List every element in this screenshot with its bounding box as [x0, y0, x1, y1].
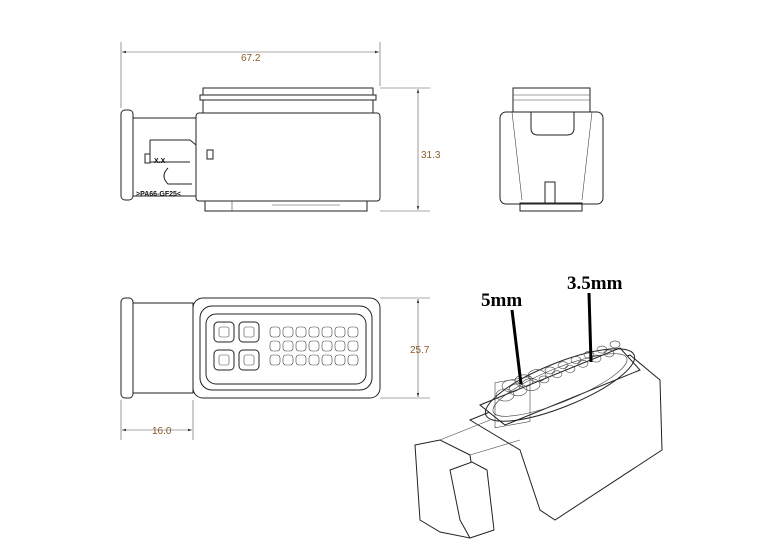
pin-small-label: 3.5mm	[567, 273, 623, 294]
leader-5mm	[510, 309, 523, 385]
pin-cavity	[609, 340, 621, 349]
pin-cavity	[282, 340, 294, 352]
pin-cavity	[557, 361, 569, 370]
pin-cavity	[521, 378, 541, 391]
pin-cavity	[347, 354, 359, 366]
pin-cavity	[334, 340, 346, 352]
pin-cavity	[282, 326, 294, 338]
pin-cavity	[218, 354, 230, 366]
dimension-tab-length-text: 16.0	[152, 426, 172, 437]
pin-cavity	[551, 370, 563, 379]
pin-cavity	[238, 321, 260, 343]
pin-cavity	[238, 349, 260, 371]
pin-cavity	[308, 340, 320, 352]
dimension-width-text: 25.7	[410, 345, 430, 356]
pin-cavity	[527, 369, 547, 382]
dimension-length-text: 67.2	[241, 53, 261, 64]
pin-cavity	[347, 340, 359, 352]
pin-cavity	[295, 354, 307, 366]
dimension-tab-length: 16.0	[120, 400, 194, 440]
pin-cavity	[334, 326, 346, 338]
pin-cavities	[213, 321, 359, 371]
pin-cavity	[308, 326, 320, 338]
pin-cavity	[564, 365, 576, 373]
pin-cavity	[295, 340, 307, 352]
pin-cavity	[577, 359, 589, 368]
dimension-length: 67.2	[120, 42, 381, 108]
pin-cavity	[213, 349, 235, 371]
dimension-height: 31.3	[380, 87, 441, 212]
pin-cavity	[321, 326, 333, 338]
pin-cavity	[308, 354, 320, 366]
face-view	[120, 297, 381, 399]
pin-cavity	[321, 340, 333, 352]
leader-3-5mm	[587, 292, 593, 363]
dimension-width: 25.7	[380, 297, 430, 399]
isometric-view: 5mm 3.5mm	[414, 273, 663, 539]
pin-cavity	[295, 326, 307, 338]
side-view: X.X >PA66-GF25<	[120, 87, 381, 212]
pin-cavity	[334, 354, 346, 366]
pin-large-label: 5mm	[481, 290, 522, 311]
pin-cavity	[269, 354, 281, 366]
pin-cavity	[347, 326, 359, 338]
revision-mark: X.X	[154, 158, 166, 165]
material-label: >PA66-GF25<	[136, 191, 181, 198]
pin-cavity	[583, 350, 595, 359]
pin-cavity	[538, 375, 550, 384]
pin-cavity	[570, 356, 582, 364]
pin-cavity	[321, 354, 333, 366]
pin-cavity	[282, 354, 294, 366]
end-view	[499, 87, 604, 212]
pin-cavity	[596, 345, 608, 354]
pin-cavity	[243, 326, 255, 338]
dimension-height-text: 31.3	[421, 150, 441, 161]
pin-cavity	[269, 340, 281, 352]
pin-cavity	[544, 366, 556, 375]
pin-cavity	[213, 321, 235, 343]
pin-cavity	[243, 354, 255, 366]
pin-cavity	[218, 326, 230, 338]
pin-cavity	[269, 326, 281, 338]
pin-cavity	[603, 349, 615, 358]
